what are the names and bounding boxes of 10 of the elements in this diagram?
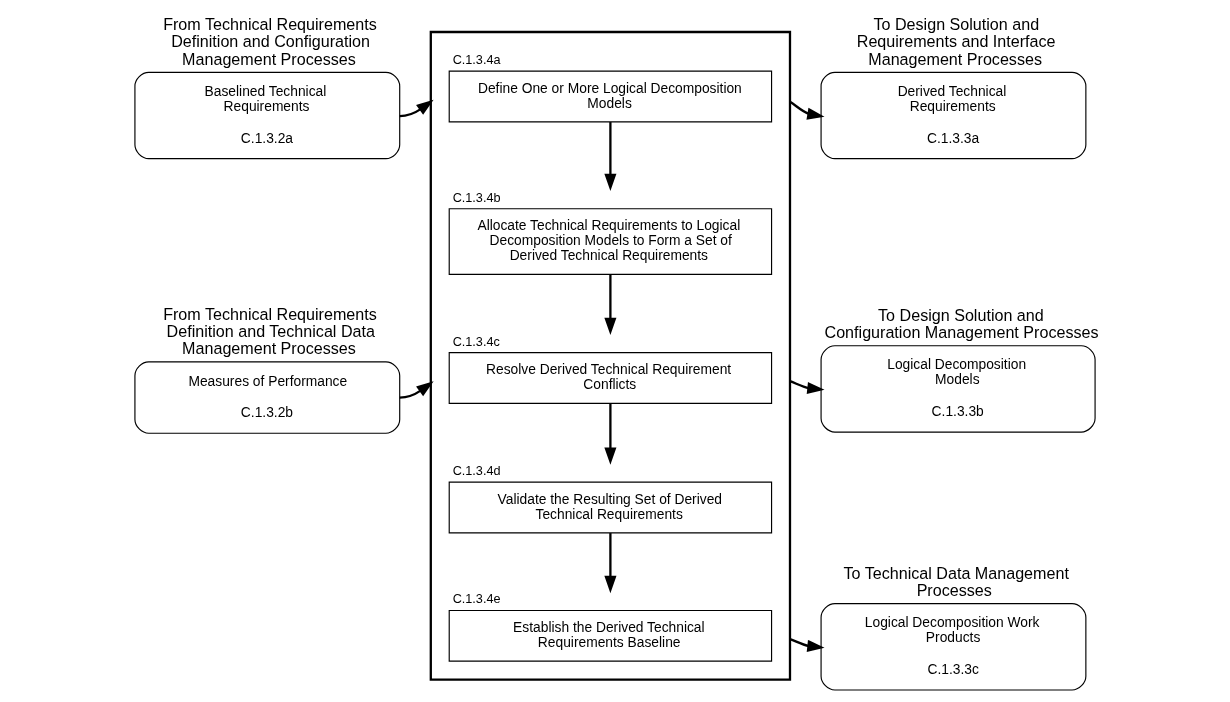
node-label: C.1.3.4c bbox=[452, 334, 500, 349]
node-label: C.1.3.4b bbox=[452, 190, 501, 205]
node-label: C.1.3.4a bbox=[452, 52, 501, 67]
node-label: C.1.3.4e bbox=[452, 591, 501, 606]
node-label: To Design Solution and Requirements and Interface Management Processes bbox=[856, 14, 1056, 67]
node-label: From Technical Requirements Definition and Technical Data Management Processes bbox=[163, 303, 377, 357]
node-label: To Technical Data Management Processes bbox=[843, 563, 1069, 599]
node-label: C.1.3.4d bbox=[452, 463, 501, 478]
node-label: To Design Solution and Configuration Management Processes bbox=[824, 305, 1099, 341]
node-label: From Technical Requirements Definition and Configuration Management Processes bbox=[163, 14, 377, 67]
